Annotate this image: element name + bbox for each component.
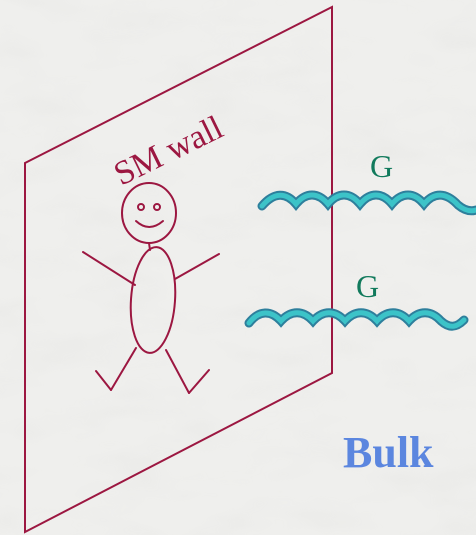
graviton-label-bottom: G bbox=[356, 268, 379, 304]
bulk-label: Bulk bbox=[343, 428, 434, 477]
graviton-label-top: G bbox=[370, 148, 393, 184]
